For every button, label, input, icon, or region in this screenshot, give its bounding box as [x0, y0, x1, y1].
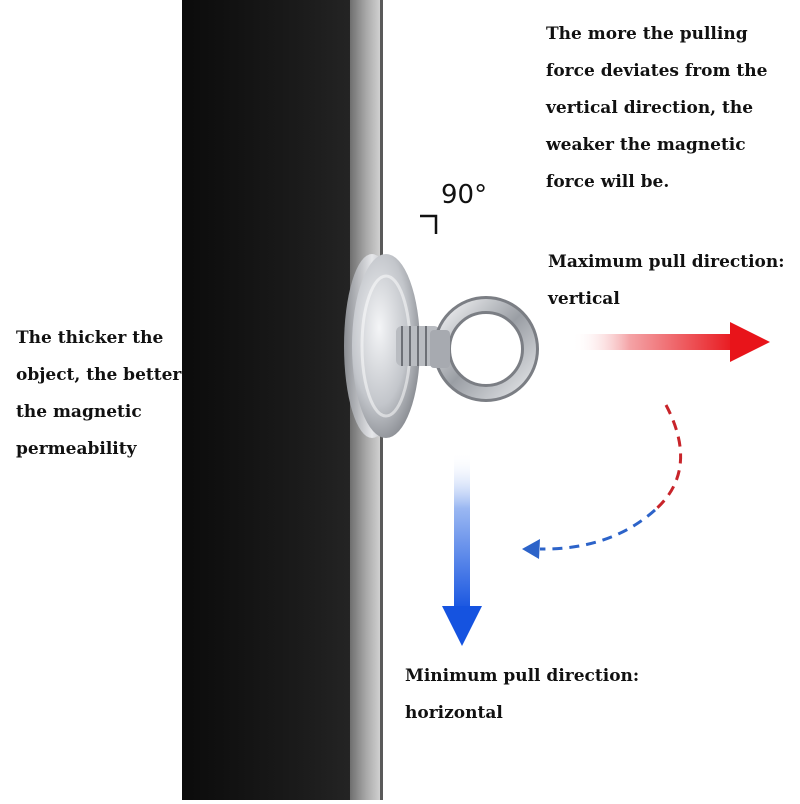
- angle-label: 90°: [441, 180, 488, 210]
- curved-dashed-arrow-icon: [522, 404, 683, 559]
- right-angle-icon: [420, 214, 438, 234]
- deviation-note-line: weaker the magnetic: [546, 135, 746, 155]
- thickness-note-line: object, the better: [16, 365, 182, 385]
- min-pull-line: Minimum pull direction:: [405, 666, 640, 686]
- deviation-note-line: vertical direction, the: [546, 98, 754, 118]
- deviation-note: The more the pulling force deviates from…: [546, 16, 767, 201]
- arrow-down-icon: [442, 452, 482, 646]
- max-pull-label: Maximum pull direction: vertical: [548, 244, 785, 318]
- thickness-note-line: The thicker the: [16, 328, 164, 348]
- max-pull-line: vertical: [548, 289, 620, 309]
- deviation-note-line: The more the pulling: [546, 24, 748, 44]
- arrow-right-icon: [572, 322, 770, 362]
- deviation-note-line: force deviates from the: [546, 61, 768, 81]
- min-pull-label: Minimum pull direction: horizontal: [405, 658, 639, 732]
- thickness-note: The thicker the object, the better the m…: [16, 320, 181, 468]
- max-pull-line: Maximum pull direction:: [548, 252, 785, 272]
- eyebolt-magnet-icon: [344, 254, 539, 438]
- thickness-note-line: permeability: [16, 439, 137, 459]
- deviation-note-line: force will be.: [546, 172, 670, 192]
- thickness-note-line: the magnetic: [16, 402, 142, 422]
- min-pull-line: horizontal: [405, 703, 503, 723]
